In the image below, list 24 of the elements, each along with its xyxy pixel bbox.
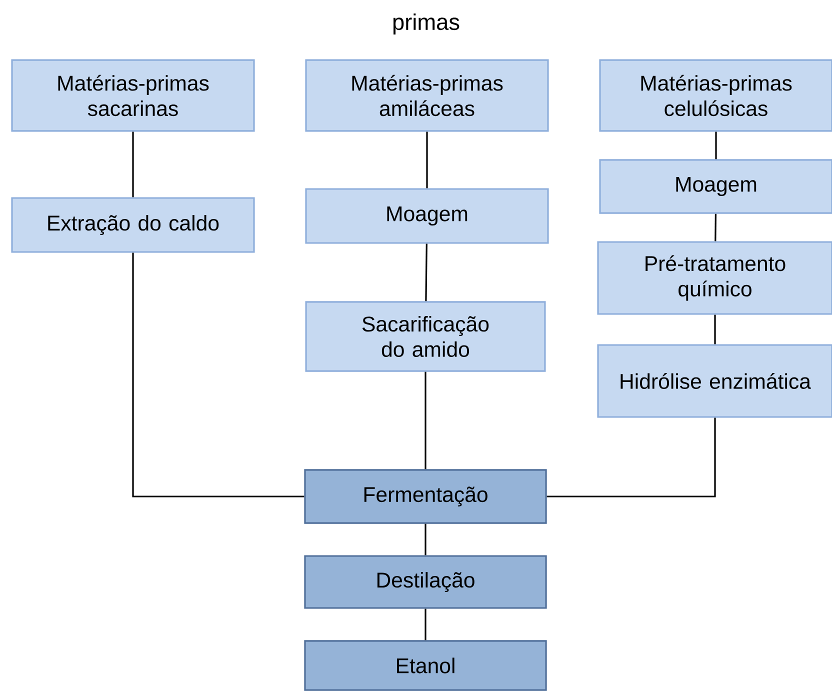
connector-line xyxy=(546,418,716,498)
process-box: Destilação xyxy=(304,555,547,609)
process-box: Moagem xyxy=(599,159,832,214)
process-box: Extração do caldo xyxy=(11,197,255,253)
process-box: Etanol xyxy=(304,640,547,691)
process-box: Matérias-primas sacarinas xyxy=(11,59,255,132)
connector-line xyxy=(714,314,716,344)
process-box: Moagem xyxy=(305,188,549,244)
process-box: Fermentação xyxy=(304,469,547,524)
connector-line xyxy=(132,252,304,498)
connector-line xyxy=(132,132,134,198)
connector-line xyxy=(715,132,717,160)
connector-line xyxy=(424,372,426,470)
process-box: Hidrólise enzimática xyxy=(597,344,832,418)
process-box: Pré-tratamento químico xyxy=(597,241,832,315)
connector-line xyxy=(714,214,716,242)
connector-line xyxy=(424,608,426,640)
title: primas xyxy=(393,13,460,35)
process-box: Matérias-primas celulósicas xyxy=(599,59,832,132)
connector-line xyxy=(425,244,428,302)
connector-line xyxy=(424,524,426,556)
connector-line xyxy=(426,132,428,188)
process-box: Matérias-primas amiláceas xyxy=(305,59,549,132)
process-box: Sacarificação do amido xyxy=(305,301,546,372)
